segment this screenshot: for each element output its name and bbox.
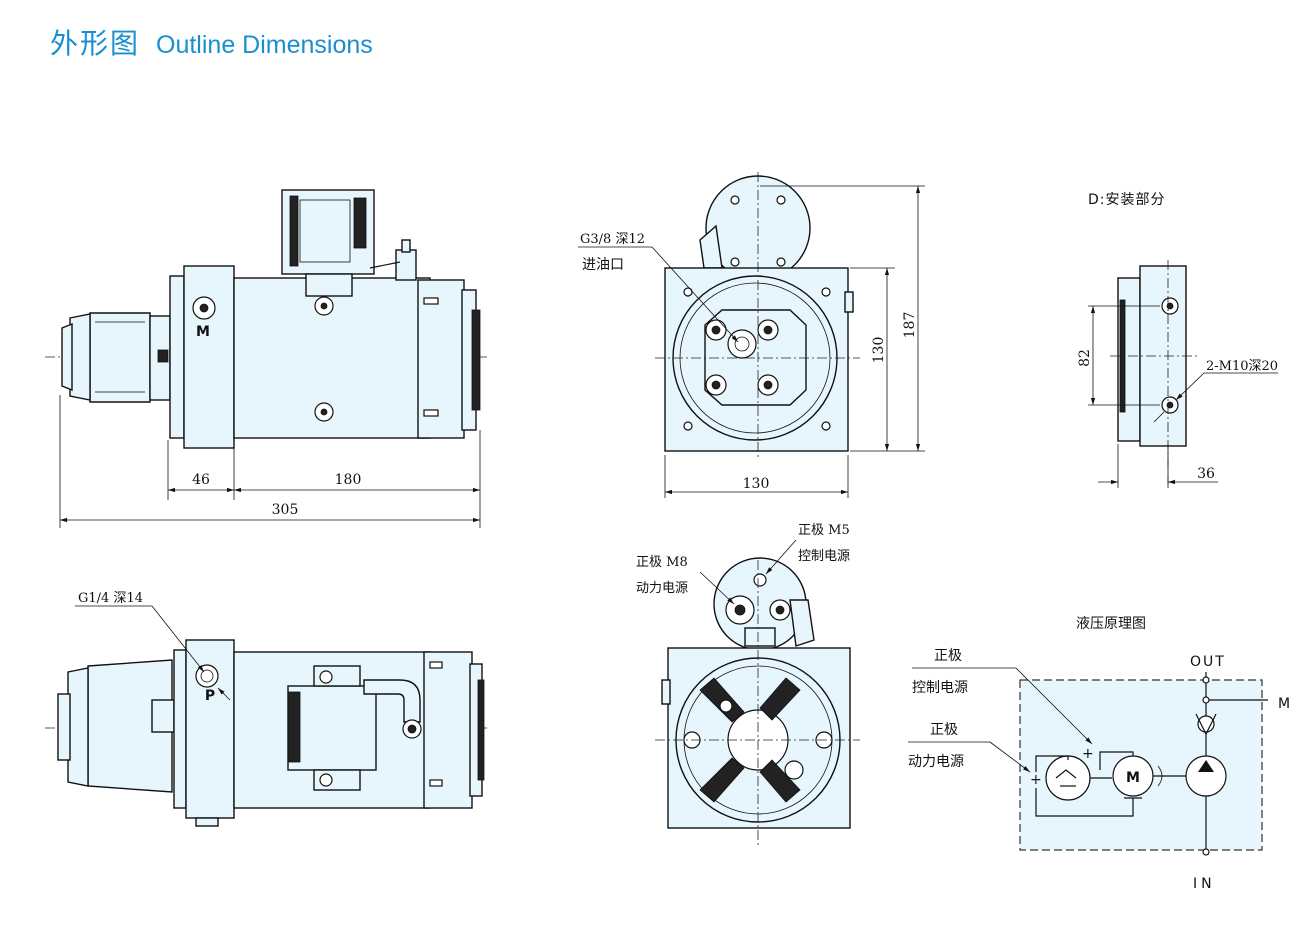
- dim-36: 36: [1197, 466, 1215, 482]
- rear-view: 正极 M8 动力电源 正极 M5 控制电源: [636, 523, 860, 848]
- mount-view: D:安装部分 82 2-M10深20 36: [1077, 192, 1278, 488]
- hydraulic-title: 液压原理图: [1076, 616, 1146, 632]
- side-view: M 46 180 305: [45, 189, 490, 528]
- power-terminal-label: 正极 M8: [636, 555, 688, 570]
- power-terminal-name: 动力电源: [636, 581, 688, 596]
- control-terminal-name: 控制电源: [798, 549, 850, 564]
- end-view: G3/8 深12 进油口 130 130 187: [578, 172, 925, 498]
- out-port: OUT: [1190, 654, 1226, 670]
- title-english: Outline Dimensions: [156, 31, 373, 59]
- hydraulic-schematic: 液压原理图 OUT IN M M + + 正极: [908, 616, 1290, 892]
- top-port-mark: P: [205, 688, 215, 704]
- mount-hole-label: 2-M10深20: [1206, 359, 1278, 374]
- m-port: M: [1278, 696, 1290, 712]
- dim-305: 305: [272, 502, 299, 518]
- power-label-2: 动力电源: [908, 754, 964, 770]
- dim-187: 187: [902, 312, 918, 339]
- port-label: G3/8 深12: [580, 232, 645, 247]
- in-port: IN: [1193, 876, 1216, 892]
- motor-symbol: M: [1126, 770, 1140, 786]
- mount-title: D:安装部分: [1088, 192, 1166, 208]
- top-view: P G1/4 深14: [45, 591, 490, 827]
- power-plus: +: [1030, 772, 1042, 788]
- motor-mark: M: [196, 324, 210, 340]
- control-plus: +: [1082, 746, 1094, 762]
- dim-180: 180: [335, 472, 362, 488]
- dim-130-vertical: 130: [871, 337, 887, 364]
- page-title: 外形图 Outline Dimensions: [50, 22, 373, 62]
- dim-46: 46: [192, 472, 210, 488]
- control-label-2: 控制电源: [912, 680, 968, 696]
- port-name: 进油口: [582, 257, 624, 273]
- control-terminal-label: 正极 M5: [798, 523, 850, 538]
- top-port-label: G1/4 深14: [78, 591, 143, 606]
- control-label-1: 正极: [934, 648, 962, 664]
- dim-130-horizontal: 130: [743, 476, 770, 492]
- power-label-1: 正极: [930, 722, 958, 738]
- dim-82: 82: [1077, 349, 1093, 367]
- title-chinese: 外形图: [50, 27, 141, 60]
